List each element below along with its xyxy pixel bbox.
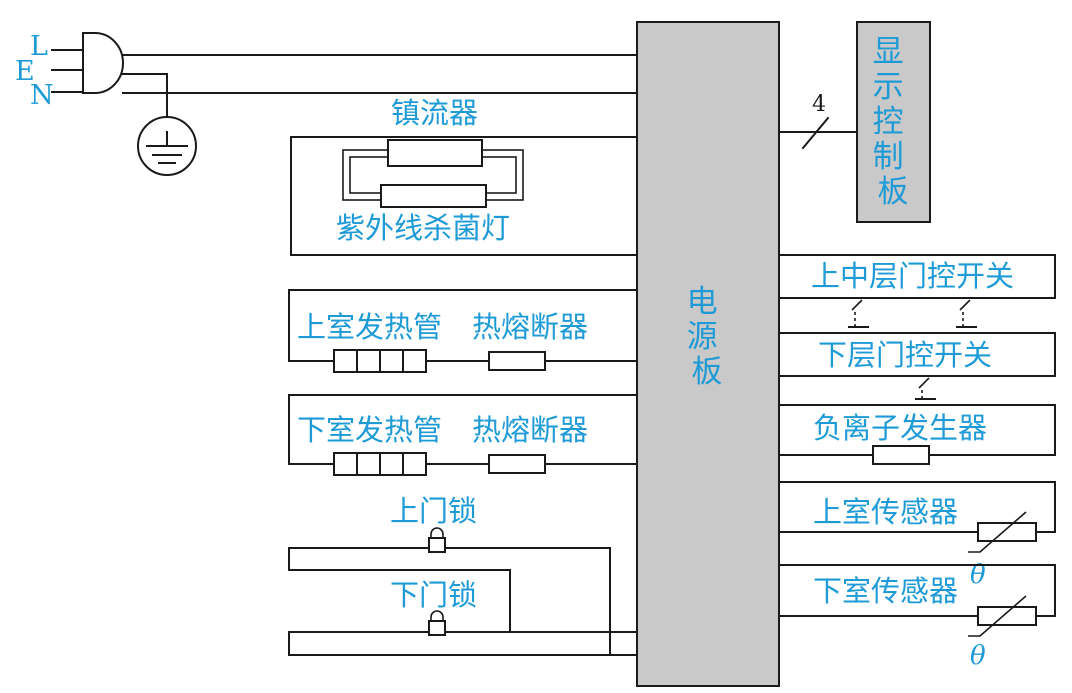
uv-lamp-tube — [380, 184, 487, 208]
lower-switch-loop — [778, 332, 1056, 377]
lower-heater-label: 下室发热管 — [297, 413, 442, 447]
display-board-label: 显 示 控 制 板 — [873, 34, 914, 210]
plug-n-label: N — [30, 80, 54, 111]
ground-symbol — [137, 116, 197, 176]
lower-lock-label: 下门锁 — [390, 578, 477, 612]
bus-width-label: 4 — [812, 92, 826, 117]
upper-lock-wire-top — [288, 547, 638, 656]
lower-lock-wire-bottom — [288, 631, 611, 656]
lower-heater-tube — [333, 452, 427, 476]
earth-wire — [122, 73, 168, 117]
lower-thermal-fuse — [488, 454, 546, 474]
lower-heater-loop — [288, 394, 638, 465]
uv-lamp-loop — [290, 136, 638, 256]
power-plug — [51, 32, 124, 94]
lower-door-switch — [915, 377, 936, 400]
lower-sensor-label: 下室传感器 — [813, 574, 958, 608]
bus-slash — [801, 116, 830, 150]
plug-l-label: L — [30, 31, 48, 62]
upper-thermal-fuse — [488, 351, 546, 371]
upper-lock-label: 上门锁 — [390, 494, 477, 528]
upper-thermistor — [968, 511, 1037, 553]
upper-middle-door-switch-b — [956, 299, 977, 328]
upper-fuse-label: 热熔断器 — [472, 310, 588, 344]
lower-switch-label: 下层门控开关 — [818, 338, 992, 372]
plug-e-label: E — [15, 56, 35, 87]
display-control-board — [856, 21, 931, 223]
upper-heater-tube — [333, 349, 427, 373]
ion-generator-label: 负离子发生器 — [813, 411, 987, 445]
upper-middle-switch-loop — [778, 254, 1056, 299]
power-board — [636, 21, 780, 687]
ballast-label: 镇流器 — [391, 96, 478, 130]
lower-thermistor — [968, 595, 1037, 637]
ballast — [387, 139, 483, 167]
upper-lock-icon — [428, 527, 446, 553]
ion-generator-loop — [778, 404, 1056, 456]
upper-sensor-loop — [778, 481, 1056, 533]
lower-lock-icon — [428, 610, 446, 636]
upper-theta-label: θ — [970, 560, 986, 590]
lower-sensor-loop — [778, 564, 1056, 617]
upper-heater-label: 上室发热管 — [297, 310, 442, 344]
ion-generator — [872, 445, 930, 465]
uv-lamp-label: 紫外线杀菌灯 — [336, 211, 510, 245]
upper-sensor-label: 上室传感器 — [813, 495, 958, 529]
upper-middle-switch-label: 上中层门控开关 — [811, 259, 1014, 293]
lower-fuse-label: 热熔断器 — [472, 413, 588, 447]
upper-middle-door-switch-a — [848, 299, 869, 328]
ballast-lamp-assembly — [342, 139, 524, 208]
power-board-label: 电 源 板 — [687, 284, 728, 390]
upper-heater-loop — [288, 289, 638, 362]
lower-theta-label: θ — [970, 641, 986, 671]
